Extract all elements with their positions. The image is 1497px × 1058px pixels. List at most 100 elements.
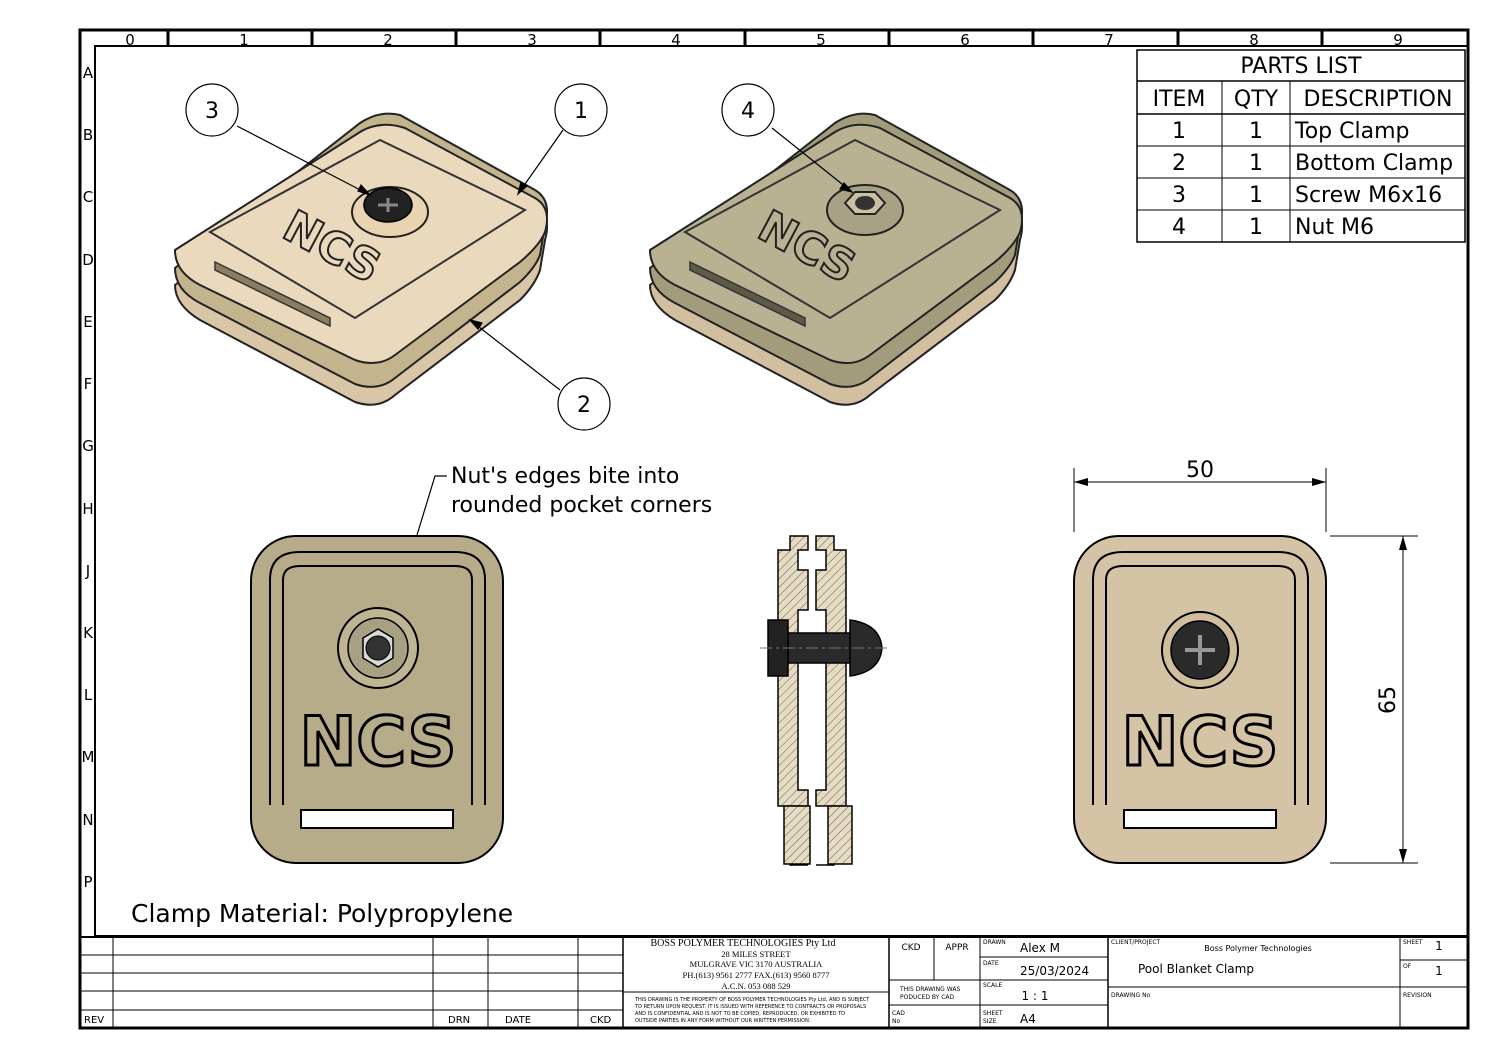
row-label: H (82, 500, 93, 518)
col-label: 5 (816, 31, 826, 49)
col-label: 2 (383, 31, 393, 49)
title-block-text: REV DRN DATE CKD BOSS POLYMER TECHNOLOGI… (84, 938, 1443, 1026)
disclaimer-line: AND IS CONFIDENTIAL AND IS NOT TO BE COP… (635, 1011, 845, 1017)
dimension-width-label: 50 (1186, 458, 1214, 483)
parts-list-item: 3 (1172, 183, 1186, 208)
company-address-1: 28 MILES STREET (721, 949, 791, 959)
parts-list-description: Bottom Clamp (1295, 151, 1453, 176)
dimension-height: 65 (1330, 535, 1418, 864)
produced-label-2: PODUCED BY CAD (900, 994, 955, 1001)
appr-header: APPR (945, 943, 968, 953)
annotation-line-2: rounded pocket corners (451, 493, 712, 518)
parts-list-header-item: ITEM (1153, 87, 1206, 112)
balloon-3: 3 (185, 83, 239, 137)
parts-list-item: 4 (1172, 215, 1186, 240)
balloon-2: 2 (557, 377, 611, 431)
company-phone: PH.(613) 9561 2777 FAX.(613) 9560 8777 (683, 970, 830, 980)
date-label-2: DATE (983, 960, 999, 967)
drawn-label: DRAWN (983, 939, 1006, 946)
row-label: F (84, 375, 93, 393)
parts-list-description: Top Clamp (1294, 119, 1409, 144)
balloon-1-label: 1 (574, 99, 588, 124)
col-label: 1 (239, 31, 249, 49)
of-label: OF (1403, 963, 1412, 970)
balloon-1: 1 (554, 83, 608, 137)
sheet-size-label-2: SIZE (983, 1018, 997, 1025)
balloon-callouts (236, 125, 854, 391)
annotation-note: Nut's edges bite into rounded pocket cor… (381, 464, 712, 651)
produced-label-1: THIS DRAWING WAS (899, 986, 960, 993)
isometric-view-assembly-light: NCS (173, 112, 548, 406)
cad-label-2: No (892, 1018, 900, 1025)
dimension-width: 50 (1073, 458, 1327, 532)
parts-list: PARTS LIST ITEM QTY DESCRIPTION 1 1 Top … (1136, 49, 1466, 243)
scale-label: SCALE (983, 982, 1002, 989)
row-label: C (83, 188, 93, 206)
company-acn: A.C.N. 053 088 529 (722, 981, 791, 991)
balloon-4: 4 (721, 83, 775, 137)
col-label: 4 (671, 31, 681, 49)
parts-list-qty: 1 (1249, 183, 1263, 208)
isometric-view-assembly-dark: NCS (648, 112, 1023, 406)
parts-list-qty: 1 (1249, 119, 1263, 144)
row-label: K (83, 624, 94, 642)
logo-text: NCS (1121, 703, 1278, 782)
col-label: 6 (960, 31, 970, 49)
of-value: 1 (1435, 964, 1443, 978)
col-label: 3 (527, 31, 537, 49)
column-zone-markers (166, 30, 1324, 46)
client-value: Boss Polymer Technologies (1204, 944, 1312, 953)
drn-label: DRN (448, 1015, 470, 1026)
company-address-2: MULGRAVE VIC 3170 AUSTRALIA (690, 959, 823, 969)
row-label: N (82, 811, 93, 829)
front-view-nut-side: NCS (250, 535, 504, 864)
row-label: P (83, 873, 92, 891)
row-label: D (82, 251, 94, 269)
parts-list-header-qty: QTY (1234, 87, 1279, 112)
material-note: Clamp Material: Polypropylene (131, 899, 513, 928)
col-label: 0 (125, 31, 135, 49)
client-label: CLIENT/PROJECT (1111, 939, 1161, 946)
parts-list-header-description: DESCRIPTION (1304, 87, 1453, 112)
disclaimer-line: OUTSIDE PARTIES IN ANY FORM WITHOUT OUR … (635, 1018, 811, 1024)
front-view-screw-side: NCS (1073, 535, 1327, 864)
parts-list-description: Screw M6x16 (1295, 183, 1442, 208)
date-label: DATE (505, 1015, 531, 1026)
balloon-4-label: 4 (741, 99, 755, 124)
col-label: 9 (1393, 31, 1403, 49)
sheet-size-label-1: SHEET (983, 1010, 1003, 1017)
date-value: 25/03/2024 (1020, 964, 1089, 978)
disclaimer-line: THIS DRAWING IS THE PROPERTY OF BOSS POL… (634, 997, 870, 1003)
balloon-3-label: 3 (205, 99, 219, 124)
row-label: A (83, 64, 94, 82)
project-title: Pool Blanket Clamp (1138, 962, 1254, 976)
annotation-line-1: Nut's edges bite into (451, 464, 679, 489)
row-label: G (82, 437, 94, 455)
parts-list-title: PARTS LIST (1240, 54, 1362, 79)
sheet-size-value: A4 (1020, 1012, 1036, 1026)
ckd-label: CKD (590, 1015, 612, 1026)
row-label: J (85, 562, 90, 580)
section-view (760, 535, 890, 866)
column-zone-labels: 0 1 2 3 4 5 6 7 8 9 (125, 31, 1403, 49)
logo-text: NCS (299, 703, 456, 782)
balloon-2-label: 2 (577, 393, 591, 418)
col-label: 7 (1104, 31, 1114, 49)
dimension-height-label: 65 (1376, 686, 1401, 714)
rev-label: REV (84, 1015, 104, 1026)
scale-value: 1 : 1 (1022, 989, 1049, 1003)
sheet-value: 1 (1435, 939, 1443, 953)
col-label: 8 (1249, 31, 1259, 49)
company-name: BOSS POLYMER TECHNOLOGIES Pty Ltd (651, 938, 836, 949)
title-block (80, 936, 1468, 1028)
drawing-no-label: DRAWING No (1111, 992, 1151, 999)
row-label: M (82, 748, 95, 766)
row-label: E (83, 313, 92, 331)
row-zone-labels: A B C D E F G H J K L M N P (82, 64, 95, 891)
parts-list-description: Nut M6 (1295, 215, 1374, 240)
row-label: L (84, 686, 93, 704)
ckd-header: CKD (901, 943, 920, 953)
parts-list-item: 1 (1172, 119, 1186, 144)
parts-list-qty: 1 (1249, 151, 1263, 176)
